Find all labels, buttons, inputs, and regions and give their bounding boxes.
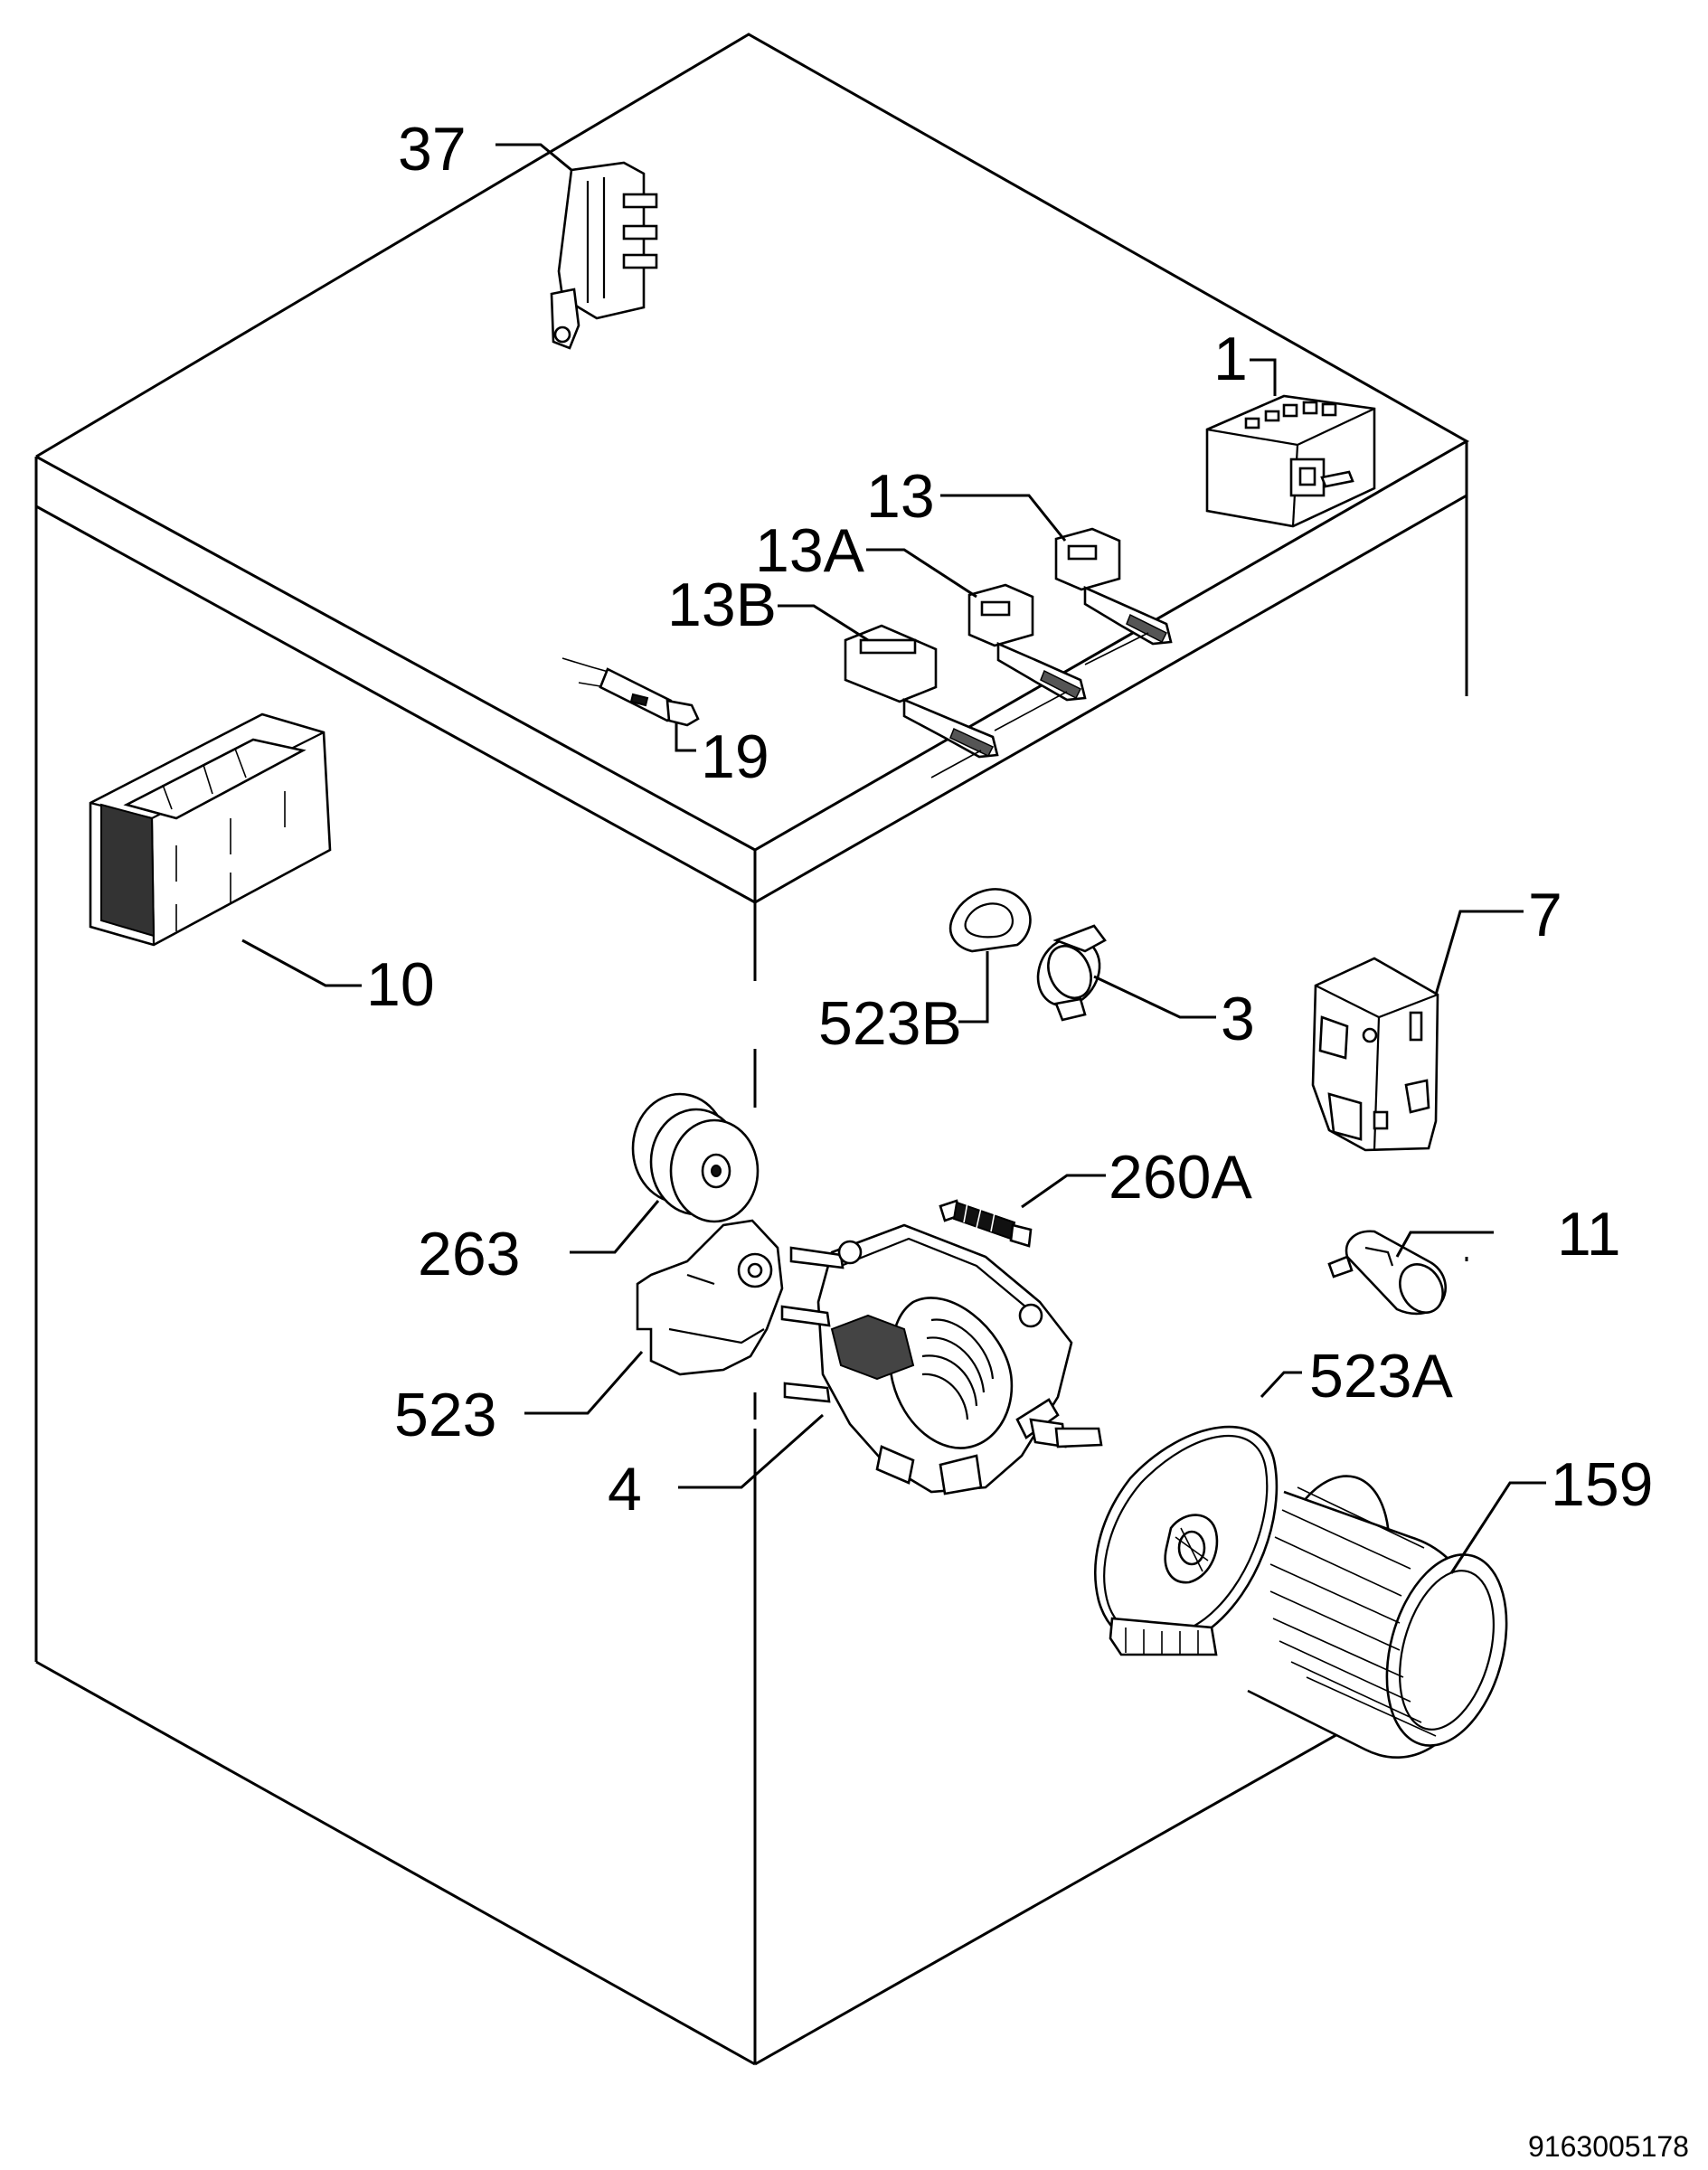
- part-37-bracket: [550, 161, 658, 350]
- label-13: 13: [866, 462, 935, 531]
- label-13b: 13B: [667, 571, 777, 639]
- part-labels: 37 1 13 13A 13B 19 10 7 3 523B 260A 263 …: [366, 115, 1689, 2163]
- part-4-motor: [780, 1223, 1103, 1495]
- label-4: 4: [608, 1455, 642, 1524]
- label-37: 37: [398, 115, 467, 184]
- part-523-bracket: [636, 1219, 784, 1376]
- part-13a-connector: [967, 583, 1087, 702]
- part-10-box: [89, 712, 332, 947]
- part-3-bushing: [1036, 924, 1107, 1022]
- part-523b-gasket: [948, 888, 1032, 953]
- label-7: 7: [1528, 881, 1562, 949]
- part-260a-spring: [939, 1199, 1033, 1248]
- connector-wires: [930, 632, 1149, 778]
- label-523a: 523A: [1309, 1342, 1453, 1410]
- part-13b-connector: [844, 624, 999, 759]
- label-523: 523: [394, 1381, 496, 1449]
- label-260a: 260A: [1109, 1143, 1252, 1212]
- part-19-probe: [561, 657, 700, 727]
- label-13a: 13A: [755, 516, 865, 585]
- label-10: 10: [366, 950, 435, 1019]
- leader-lines: [241, 143, 1546, 1574]
- part-13-connector: [1054, 527, 1173, 646]
- part-263-pulley: [631, 1092, 760, 1223]
- label-1: 1: [1213, 325, 1248, 393]
- label-159: 159: [1551, 1450, 1653, 1519]
- label-19: 19: [701, 722, 769, 791]
- drawing-code: 9163005178: [1528, 2130, 1689, 2163]
- part-11-capacitor: [1327, 1230, 1447, 1316]
- label-3: 3: [1221, 985, 1255, 1053]
- label-263: 263: [418, 1220, 520, 1288]
- label-11: 11: [1557, 1200, 1621, 1269]
- part-159-fan-wheel: [1247, 1475, 1508, 1759]
- part-1-timer: [1205, 394, 1376, 528]
- part-523a-cover: [1094, 1425, 1279, 1656]
- part-7-door-lock: [1311, 957, 1439, 1152]
- label-523b: 523B: [818, 989, 962, 1058]
